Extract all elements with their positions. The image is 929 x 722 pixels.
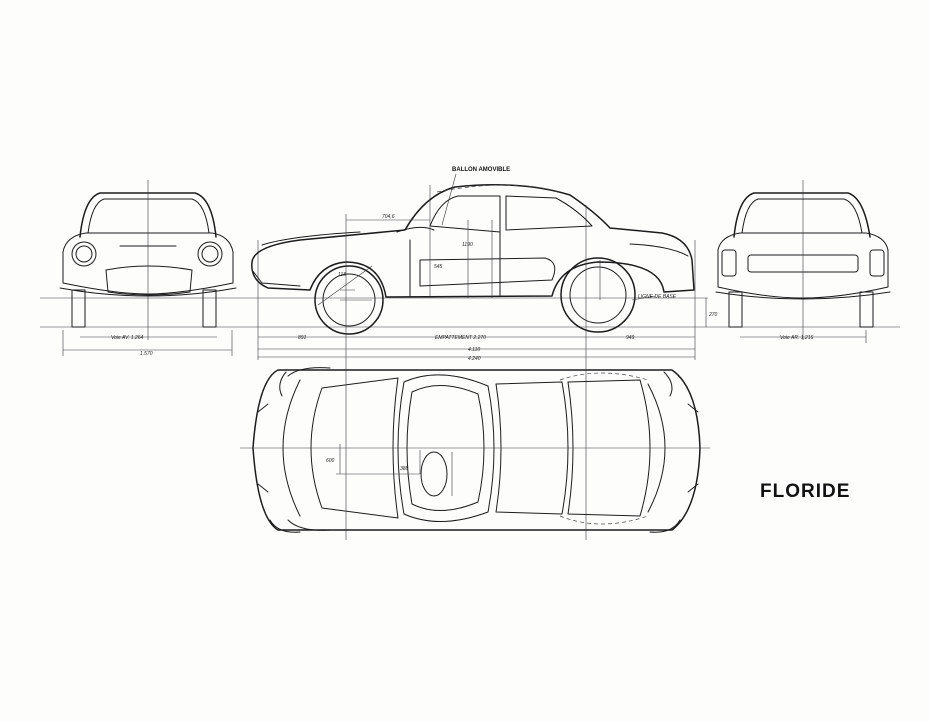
label-height-270: 270 [708, 312, 718, 318]
model-title: FLORIDE [760, 481, 851, 502]
dimension-lines [62, 298, 867, 358]
label-dim-118: 118 [338, 272, 346, 278]
label-voie-av: Voie AV. 1.264 [111, 335, 144, 341]
label-dim-1190: 1190 [462, 242, 473, 248]
label-dim-704: 704,6 [382, 214, 395, 220]
label-overhang-front: 891 [298, 335, 307, 341]
label-empattement: EMPATTEMENT 2.270 [435, 335, 486, 341]
rear-view [715, 180, 891, 340]
dimension-labels: BALLON AMOVIBLE 704,6 Voie AV. 1.264 1.5… [111, 167, 813, 472]
label-ballon-amovible: BALLON AMOVIBLE [452, 167, 510, 173]
label-length-4110: 4.110 [468, 347, 480, 353]
label-dim-600: 600 [326, 458, 335, 464]
label-overhang-rear: 949 [626, 335, 635, 341]
top-view [240, 360, 710, 540]
front-view [59, 180, 237, 340]
label-dim-545: 545 [434, 264, 443, 270]
label-length-4240: 4.240 [468, 356, 481, 362]
label-ligne-de-base: LIGNE DE BASE [638, 294, 677, 300]
label-dim-388: 388 [400, 466, 409, 472]
label-width-1570: 1.570 [140, 351, 153, 357]
label-voie-ar: Voie AR. 1.216 [780, 335, 813, 341]
side-view [251, 173, 695, 360]
